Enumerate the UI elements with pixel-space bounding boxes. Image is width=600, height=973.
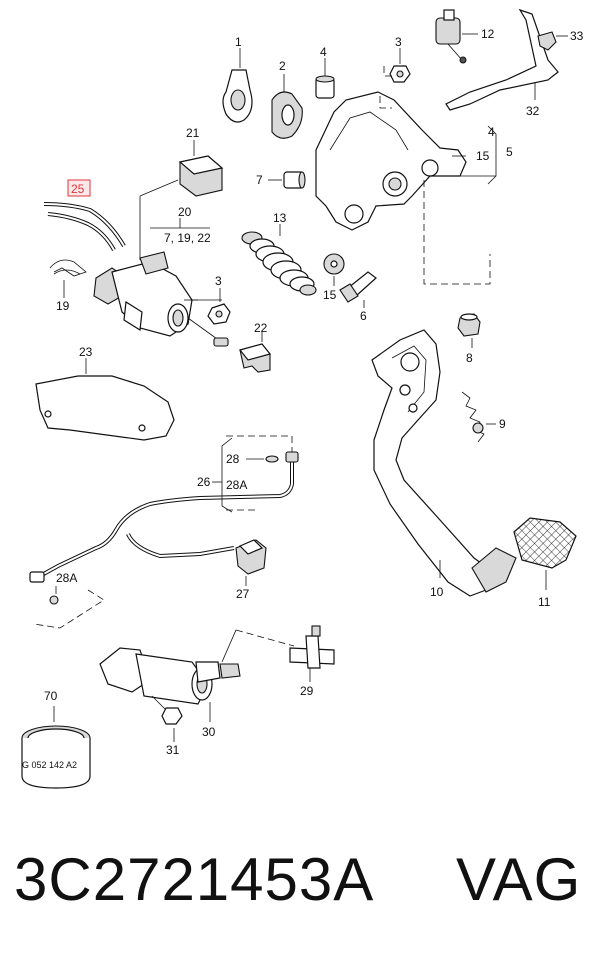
part-9-spring: 9: [461, 391, 506, 443]
callout-8: 8: [466, 351, 473, 365]
hydraulic-line: [29, 435, 299, 629]
part-31-bolt: 31: [151, 695, 183, 757]
callout-3-top: 3: [395, 35, 402, 49]
callout-20: 20: [178, 205, 192, 219]
part-number: 3C2721453A: [14, 846, 375, 913]
callout-22: 22: [254, 321, 268, 335]
callout-2: 2: [279, 59, 286, 73]
part-33-clip: 33: [537, 29, 584, 51]
callout-27: 27: [236, 587, 250, 601]
callout-26: 26: [197, 475, 211, 489]
callout-1: 1: [235, 35, 242, 49]
part-19-clip: 19: [49, 259, 87, 313]
callout-10: 10: [430, 585, 444, 599]
callout-25: 25: [71, 182, 85, 196]
part-4-bushing: 4: [315, 45, 335, 99]
callout-70: 70: [44, 689, 58, 703]
part-6-pushrod: 6: [339, 271, 377, 323]
callout-13: 13: [273, 211, 287, 225]
callout-29: 29: [300, 684, 314, 698]
callout-4-bracket: 4: [488, 125, 495, 139]
callout-21: 21: [186, 126, 200, 140]
brand: VAG: [456, 846, 582, 913]
part-8-nut: 8: [457, 313, 481, 365]
part-27-clip: 27: [235, 539, 267, 601]
part-3-nut-top: 3: [389, 35, 411, 83]
part-2-gasket: 2: [271, 59, 303, 139]
callout-28a-mid: 28A: [226, 478, 247, 492]
part-20-label: 20 7, 19, 22: [139, 179, 211, 260]
part-1-clip: 1: [222, 35, 253, 123]
part-29-tee: 29: [235, 625, 335, 698]
callout-32: 32: [526, 104, 540, 118]
callout-6: 6: [360, 309, 367, 323]
part-25-hose: 25: [43, 179, 126, 251]
part-15-seat: 15: [323, 253, 345, 302]
callout-3-mid: 3: [215, 274, 222, 288]
part-13-spring: 13: [241, 211, 317, 296]
part-7-sleeve: 7: [256, 171, 306, 189]
pedal-bracket: 4 15 5: [315, 66, 513, 285]
part-26-label: 26 28 28A: [197, 437, 279, 513]
callout-23: 23: [79, 345, 93, 359]
part-28a-seal: 28A: [49, 571, 77, 605]
callout-15-seat: 15: [323, 288, 337, 302]
callout-19: 19: [56, 299, 70, 313]
ring-marking: G 052 142 A2: [22, 760, 77, 770]
part-70-ring: G 052 142 A2 70: [21, 689, 91, 789]
callout-4-top: 4: [320, 45, 327, 59]
callout-5: 5: [506, 145, 513, 159]
part-12-switch: 12: [435, 9, 495, 64]
callout-28: 28: [226, 452, 240, 466]
exploded-parts-diagram: 1 2 4 3 12 32 33: [21, 8, 584, 789]
callout-33: 33: [570, 29, 584, 43]
callout-7: 7: [256, 173, 263, 187]
callout-31: 31: [166, 743, 180, 757]
callout-15-bracket: 15: [476, 149, 490, 163]
part-30-slave-cylinder: 30: [99, 629, 241, 739]
footer: 3C2721453A VAG: [0, 845, 600, 945]
part-10-pedal: 10: [371, 329, 517, 599]
callout-30: 30: [202, 725, 216, 739]
part-3-nut-mid: 3: [207, 274, 231, 325]
part-23-shield: 23: [35, 345, 175, 441]
part-11-pedal-pad: 11: [513, 517, 577, 609]
part-22-retainer: 22: [238, 321, 272, 373]
master-cylinder: [93, 251, 229, 347]
callout-28a-left: 28A: [56, 571, 77, 585]
callout-12: 12: [481, 27, 495, 41]
callout-9: 9: [499, 417, 506, 431]
callout-20-sub: 7, 19, 22: [164, 231, 211, 245]
part-32-bracket: 32: [445, 8, 559, 118]
callout-11: 11: [538, 595, 551, 609]
part-21-connector: 21: [178, 126, 224, 197]
